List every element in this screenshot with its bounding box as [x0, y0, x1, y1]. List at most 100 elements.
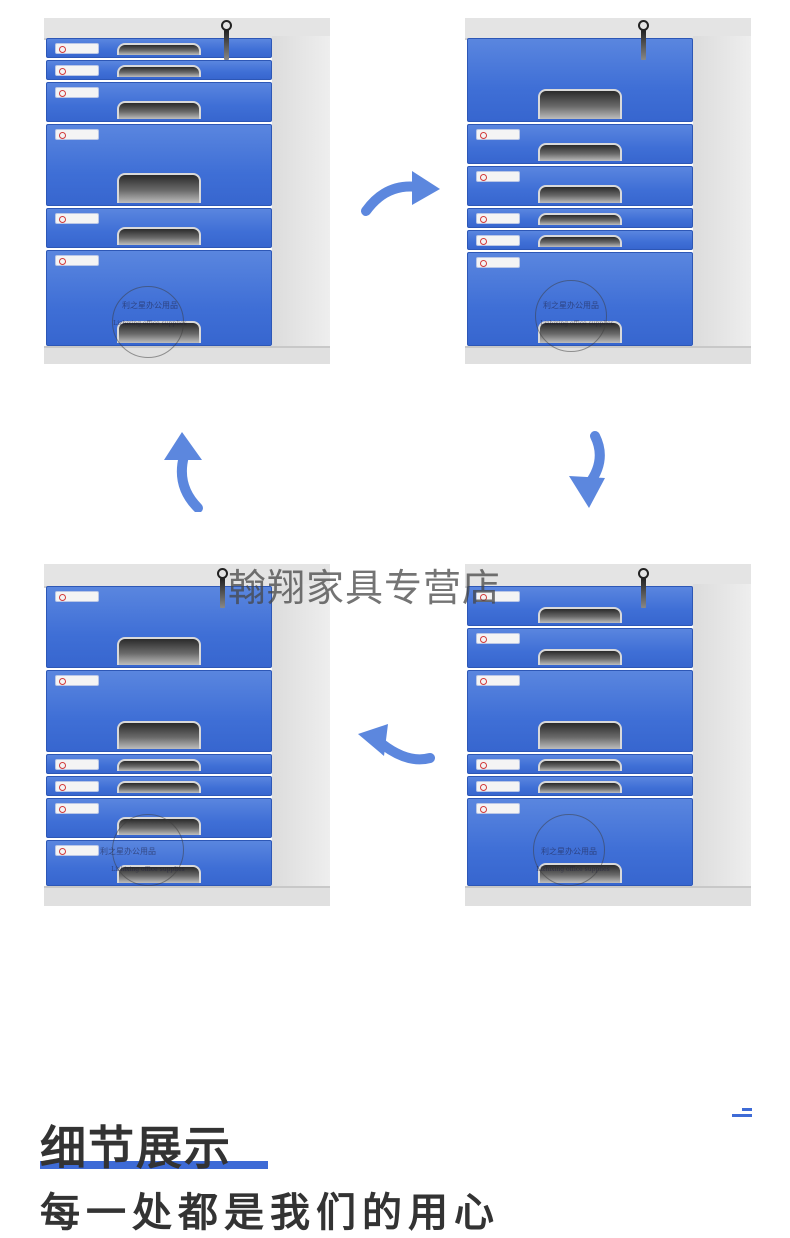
section-subtitle: 每一处都是我们的用心 — [40, 1190, 500, 1236]
drawer[interactable] — [467, 166, 693, 206]
drawer-label-tag — [55, 803, 99, 814]
drawer-handle[interactable] — [538, 89, 622, 119]
drawer[interactable] — [467, 670, 693, 752]
stamp-brand-en: Lizhixing office supplies — [540, 320, 614, 327]
drawer-stack — [46, 38, 272, 348]
brand-stamp — [112, 814, 184, 886]
drawer-label-tag — [476, 591, 520, 602]
arrow-right-icon — [361, 171, 440, 216]
drawer[interactable] — [467, 208, 693, 228]
drawer-stack — [467, 38, 693, 348]
brand-stamp — [535, 280, 607, 352]
section-title: 细节展示 — [40, 1121, 232, 1175]
drawer-handle[interactable] — [538, 649, 622, 665]
cabinet-base — [465, 886, 751, 906]
drawer-handle[interactable] — [538, 143, 622, 161]
drawer-label-tag — [476, 803, 520, 814]
drawer-handle[interactable] — [538, 235, 622, 247]
drawer-label-tag — [476, 675, 520, 686]
cabinet-side-panel — [272, 584, 330, 888]
drawer-label-tag — [55, 759, 99, 770]
drawer-handle[interactable] — [538, 185, 622, 203]
drawer[interactable] — [46, 82, 272, 122]
drawer-handle[interactable] — [117, 101, 201, 119]
drawer[interactable] — [46, 208, 272, 248]
drawer-handle[interactable] — [117, 781, 201, 793]
drawer-label-tag — [55, 781, 99, 792]
drawer-handle[interactable] — [117, 637, 201, 665]
drawer[interactable] — [46, 60, 272, 80]
drawer-handle[interactable] — [117, 65, 201, 77]
drawer-handle[interactable] — [117, 721, 201, 749]
cabinet-bottom-left: 利之星办公用品 Lizhixing office supplies — [44, 564, 330, 906]
drawer-handle[interactable] — [117, 43, 201, 55]
drawer-label-tag — [55, 675, 99, 686]
stamp-brand-en: Lizhixing office supplies — [113, 320, 187, 327]
drawer-handle[interactable] — [538, 721, 622, 749]
drawer-handle[interactable] — [117, 227, 201, 245]
drawer[interactable] — [467, 754, 693, 774]
cabinet-top-left: 利之星办公用品 Lizhixing office supplies — [44, 18, 330, 364]
cabinet-side-panel — [693, 36, 751, 346]
drawer[interactable] — [46, 754, 272, 774]
drawer[interactable] — [46, 124, 272, 206]
drawer-handle[interactable] — [538, 759, 622, 771]
drawer-label-tag — [55, 65, 99, 76]
arrow-left-icon — [358, 724, 435, 765]
cabinet-top-right: 利之星办公用品 Lizhixing office supplies — [465, 18, 751, 364]
arrow-up-icon — [164, 432, 203, 512]
corner-accent-mark — [732, 1108, 752, 1118]
drawer[interactable] — [467, 230, 693, 250]
drawer-label-tag — [476, 781, 520, 792]
stamp-brand-cn: 利之星办公用品 — [100, 847, 156, 856]
drawer-label-tag — [476, 759, 520, 770]
drawer[interactable] — [46, 586, 272, 668]
drawer-stack — [46, 586, 272, 888]
lock-key-icon[interactable] — [637, 568, 651, 610]
store-watermark: 翰翔家具专营店 — [228, 566, 502, 610]
lock-key-icon[interactable] — [220, 20, 234, 62]
drawer-label-tag — [55, 213, 99, 224]
drawer-handle[interactable] — [117, 759, 201, 771]
drawer-label-tag — [476, 235, 520, 246]
cabinet-base — [44, 886, 330, 906]
drawer-label-tag — [476, 257, 520, 268]
drawer-label-tag — [476, 213, 520, 224]
stamp-brand-en: Lizhixing office supplies — [111, 866, 185, 873]
drawer[interactable] — [467, 124, 693, 164]
cabinet-bottom-right: 利之星办公用品 Lizhixing office supplies — [465, 564, 751, 906]
drawer-label-tag — [476, 129, 520, 140]
stamp-brand-cn: 利之星办公用品 — [541, 847, 597, 856]
arrow-down-icon — [569, 431, 605, 508]
drawer-label-tag — [55, 129, 99, 140]
drawer[interactable] — [46, 670, 272, 752]
brand-stamp — [112, 286, 184, 358]
brand-stamp — [533, 814, 605, 886]
drawer-label-tag — [476, 171, 520, 182]
drawer[interactable] — [467, 776, 693, 796]
drawer-handle[interactable] — [117, 173, 201, 203]
stamp-brand-en: Lizhixing office supplies — [536, 866, 610, 873]
lock-key-icon[interactable] — [637, 20, 651, 62]
drawer-handle[interactable] — [538, 781, 622, 793]
cabinet-side-panel — [272, 36, 330, 346]
drawer-label-tag — [55, 845, 99, 856]
drawer[interactable] — [46, 38, 272, 58]
heading-underline — [40, 1161, 268, 1169]
drawer[interactable] — [467, 628, 693, 668]
drawer-label-tag — [55, 591, 99, 602]
drawer[interactable] — [467, 38, 693, 122]
drawer-label-tag — [55, 87, 99, 98]
drawer-handle[interactable] — [538, 213, 622, 225]
stamp-brand-cn: 利之星办公用品 — [543, 301, 599, 310]
drawer-handle[interactable] — [538, 607, 622, 623]
drawer[interactable] — [467, 586, 693, 626]
drawer[interactable] — [46, 776, 272, 796]
cabinet-base — [465, 346, 751, 364]
lock-key-icon[interactable] — [216, 568, 230, 610]
drawer-label-tag — [476, 633, 520, 644]
cabinet-side-panel — [693, 584, 751, 888]
drawer-label-tag — [55, 43, 99, 54]
stamp-brand-cn: 利之星办公用品 — [122, 301, 178, 310]
cabinet-base — [44, 346, 330, 364]
